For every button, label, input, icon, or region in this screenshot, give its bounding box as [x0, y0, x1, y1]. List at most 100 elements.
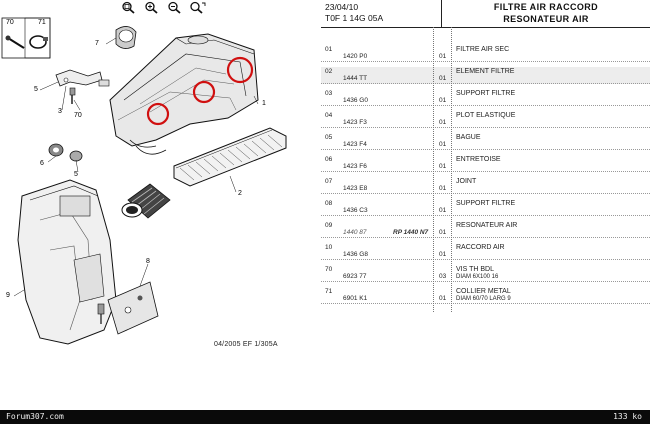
callout-label: 70 — [74, 112, 82, 119]
footer-site[interactable]: Forum307.com — [6, 412, 64, 421]
part-index: 06 — [325, 156, 333, 163]
part-quantity: 01 — [439, 97, 447, 104]
air-hose-part — [121, 183, 171, 219]
part-reference: 1423 F6 — [343, 163, 367, 170]
part-index: 07 — [325, 178, 333, 185]
screw-part — [7, 37, 25, 49]
zoom-reset-icon[interactable] — [189, 1, 206, 14]
part-index: 10 — [325, 244, 333, 251]
part-description: FILTRE AIR SEC — [456, 46, 510, 53]
zoom-toolbar — [120, 1, 206, 14]
part-quantity: 01 — [439, 207, 447, 214]
part-index: 71 — [325, 288, 333, 295]
part-quantity: 01 — [439, 163, 447, 170]
part-description: RACCORD AIR — [456, 244, 505, 251]
filter-housing-part — [109, 33, 259, 147]
header-left-cell: 23/04/10 T0F 1 14G 05A — [321, 0, 442, 27]
part-row[interactable]: 10 1436 G8 01 RACCORD AIR — [321, 243, 650, 260]
part-index: 09 — [325, 222, 333, 229]
part-index: 70 — [325, 266, 333, 273]
callout-label: 8 — [146, 258, 150, 265]
part-row[interactable]: 04 1423 F3 01 PLOT ELASTIQUE — [321, 111, 650, 128]
part-description: COLLIER METAL — [456, 288, 511, 295]
highlight-circle — [226, 56, 254, 84]
part-spec: DIAM 60/70 LARG 9 — [456, 296, 511, 302]
part-reference: 1436 G0 — [343, 97, 368, 104]
diagram-date-code: 04/2005 EF 1/305A — [214, 341, 278, 348]
highlight-circle — [146, 102, 170, 126]
header-date: 23/04/10 — [325, 2, 359, 12]
zoom-out-icon[interactable] — [166, 1, 183, 14]
part-reference: 1423 E8 — [343, 185, 368, 192]
parts-diagram: 70 71 7 5 3 70 6 5 1 2 8 9 04/2005 EF 1/… — [0, 0, 295, 410]
part-description: SUPPORT FILTRE — [456, 90, 516, 97]
part-quantity: 01 — [439, 295, 447, 302]
part-description: JOINT — [456, 178, 477, 185]
part-row[interactable]: 07 1423 E8 01 JOINT — [321, 177, 650, 194]
part-row[interactable]: 06 1423 F6 01 ENTRETOISE — [321, 155, 650, 172]
callout-label: 1 — [262, 100, 266, 107]
callout-label: 6 — [40, 160, 44, 167]
part-row[interactable]: 01 1420 P0 01 FILTRE AIR SEC — [321, 45, 650, 62]
part-spec: DIAM 6X100 16 — [456, 274, 499, 280]
part-reference: 1423 F4 — [343, 141, 367, 148]
callout-label: 2 — [238, 190, 242, 197]
zoom-fit-icon[interactable] — [120, 1, 137, 14]
callout-label: 9 — [6, 292, 10, 299]
part-quantity: 01 — [439, 251, 447, 258]
clamp-part — [29, 35, 47, 49]
part-quantity: 01 — [439, 53, 447, 60]
part-index: 02 — [325, 68, 333, 75]
part-description: ENTRETOISE — [456, 156, 501, 163]
callout-label: 5 — [74, 171, 78, 178]
callout-label: 71 — [38, 19, 46, 26]
part-quantity: 01 — [439, 141, 447, 148]
part-reference: 1423 F3 — [343, 119, 367, 126]
resonator-part — [17, 179, 117, 345]
part-reference: 1444 TT — [343, 75, 368, 82]
callout-label: 70 — [6, 19, 14, 26]
part-quantity: 03 — [439, 273, 447, 280]
part-description: VIS TH BDL — [456, 266, 494, 273]
part-reference: 6923 77 — [343, 273, 367, 280]
zoom-in-icon[interactable] — [143, 1, 160, 14]
diagram-drawing — [1, 17, 287, 345]
part-index: 01 — [325, 46, 333, 53]
part-row[interactable]: 05 1423 F4 01 BAGUE — [321, 133, 650, 150]
part-index: 05 — [325, 134, 333, 141]
header-title: FILTRE AIR RACCORD — [493, 2, 599, 12]
parts-list: 23/04/10 T0F 1 14G 05A FILTRE AIR RACCOR… — [321, 0, 650, 410]
part-quantity: 01 — [439, 185, 447, 192]
part-description: ELEMENT FILTRE — [456, 68, 515, 75]
support-part — [107, 281, 159, 335]
part-row[interactable]: 02 1444 TT 01 ELEMENT FILTRE — [321, 67, 650, 84]
callout-label: 3 — [58, 108, 62, 115]
part-index: 08 — [325, 200, 333, 207]
footer-bar: Forum307.com 133 ko — [0, 410, 650, 424]
part-description: SUPPORT FILTRE — [456, 200, 516, 207]
part-index: 04 — [325, 112, 333, 119]
part-quantity: 01 — [439, 75, 447, 82]
column-divider — [451, 27, 452, 312]
column-divider — [433, 27, 434, 312]
filter-element-part — [173, 127, 287, 187]
part-description: BAGUE — [456, 134, 481, 141]
part-reference: 1440 87 — [343, 229, 367, 236]
part-quantity: 01 — [439, 119, 447, 126]
part-replacement-ref: RP 1440 N7 — [393, 229, 429, 236]
highlight-circle — [192, 80, 216, 104]
parts-header: 23/04/10 T0F 1 14G 05A FILTRE AIR RACCOR… — [321, 0, 650, 28]
part-description: PLOT ELASTIQUE — [456, 112, 516, 119]
part-reference: 1436 G8 — [343, 251, 368, 258]
header-subtitle: RESONATEUR AIR — [503, 14, 589, 24]
callout-label: 5 — [34, 86, 38, 93]
part-reference: 1420 P0 — [343, 53, 368, 60]
footer-size: 133 ko — [613, 412, 642, 421]
callout-label: 7 — [95, 40, 99, 47]
part-quantity: 01 — [439, 229, 447, 236]
